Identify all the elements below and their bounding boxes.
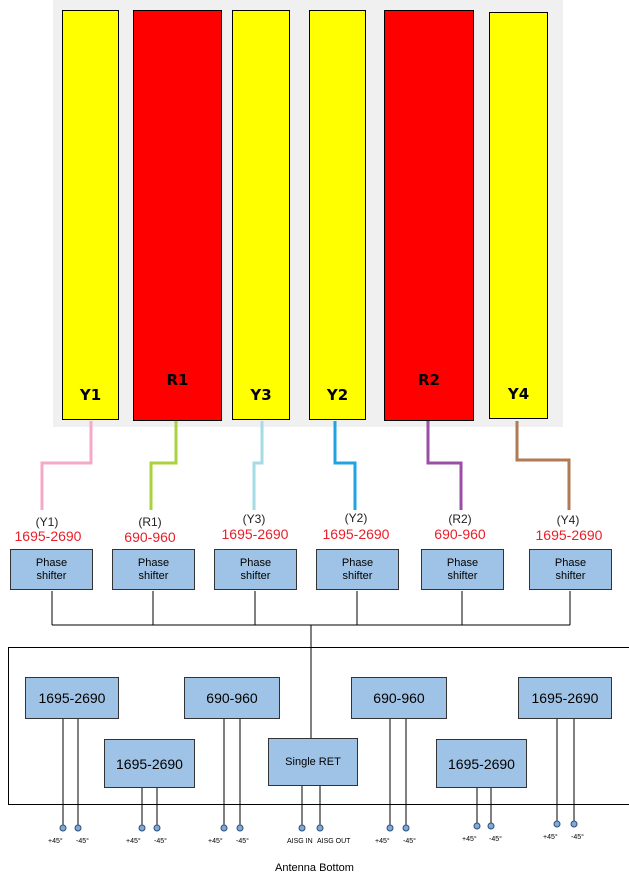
connector-y1: [40, 421, 93, 510]
band-id-r2: (R2): [448, 512, 472, 526]
single-ret-box: Single RET: [268, 738, 358, 786]
port-block-690-960-b: 690-960: [351, 677, 447, 719]
band-freq-y4: 1695-2690: [535, 527, 603, 543]
column-y2: Y2: [309, 10, 366, 420]
column-y1: Y1: [62, 10, 119, 420]
port-label-plus45: +45°: [48, 838, 63, 845]
port-dot: [236, 824, 244, 832]
port-dot: [74, 824, 82, 832]
column-label: R2: [418, 371, 440, 389]
port-block-690-960-a: 690-960: [184, 677, 280, 719]
port-dot: [402, 824, 410, 832]
column-r1: R1: [133, 10, 222, 421]
port-label-plus45: +45°: [462, 836, 477, 843]
band-freq-y1: 1695-2690: [14, 528, 82, 544]
port-label-plus45: +45°: [126, 838, 141, 845]
antenna-bottom-caption: Antenna Bottom: [275, 862, 354, 874]
port-block-1695-2690-a: 1695-2690: [25, 677, 119, 719]
port-block-1695-2690-d: 1695-2690: [518, 677, 612, 719]
port-label-plus45: +45°: [375, 838, 390, 845]
port-label-minus45: -45°: [236, 838, 249, 845]
connector-y4: [515, 421, 571, 510]
port-label-aisg-out: AISG OUT: [317, 838, 351, 845]
band-freq-y2: 1695-2690: [322, 526, 390, 542]
column-y3: Y3: [232, 10, 290, 420]
port-label-minus45: -45°: [489, 836, 502, 843]
band-freq-r2: 690-960: [434, 526, 486, 542]
port-dot: [298, 824, 306, 832]
connector-y3: [252, 421, 264, 510]
column-y4: Y4: [489, 12, 548, 419]
column-label: Y2: [326, 386, 349, 404]
connector-r2: [426, 421, 463, 510]
connector-y2: [333, 421, 357, 510]
band-freq-r1: 690-960: [124, 529, 176, 545]
port-label-minus45: -45°: [571, 834, 584, 841]
port-dot: [487, 822, 495, 830]
port-dot: [473, 822, 481, 830]
port-label-plus45: +45°: [543, 834, 558, 841]
band-id-r1: (R1): [138, 515, 162, 529]
column-label: Y4: [507, 385, 530, 403]
column-label: Y1: [79, 386, 102, 404]
port-label-plus45: +45°: [208, 838, 223, 845]
port-label-aisg-in: AISG IN: [287, 838, 313, 845]
band-id-y4: (Y4): [556, 513, 580, 527]
port-dot: [138, 824, 146, 832]
column-label: Y3: [250, 386, 272, 404]
port-dot: [316, 824, 324, 832]
port-dot: [59, 824, 67, 832]
port-label-minus45: -45°: [154, 838, 167, 845]
port-dot: [553, 820, 561, 828]
band-freq-y3: 1695-2690: [221, 526, 289, 542]
antenna-bottom-enclosure: [8, 647, 629, 805]
port-dot: [220, 824, 228, 832]
port-dot: [386, 824, 394, 832]
port-dot: [153, 824, 161, 832]
port-block-1695-2690-c: 1695-2690: [436, 739, 527, 788]
column-r2: R2: [384, 10, 474, 421]
connector-r1: [149, 421, 178, 510]
column-label: R1: [166, 371, 189, 389]
band-id-y1: (Y1): [35, 515, 59, 529]
port-label-minus45: -45°: [403, 838, 416, 845]
band-id-y3: (Y3): [242, 512, 266, 526]
band-id-y2: (Y2): [344, 511, 368, 525]
port-label-minus45: -45°: [76, 838, 89, 845]
port-block-1695-2690-b: 1695-2690: [104, 739, 195, 788]
port-dot: [570, 820, 578, 828]
